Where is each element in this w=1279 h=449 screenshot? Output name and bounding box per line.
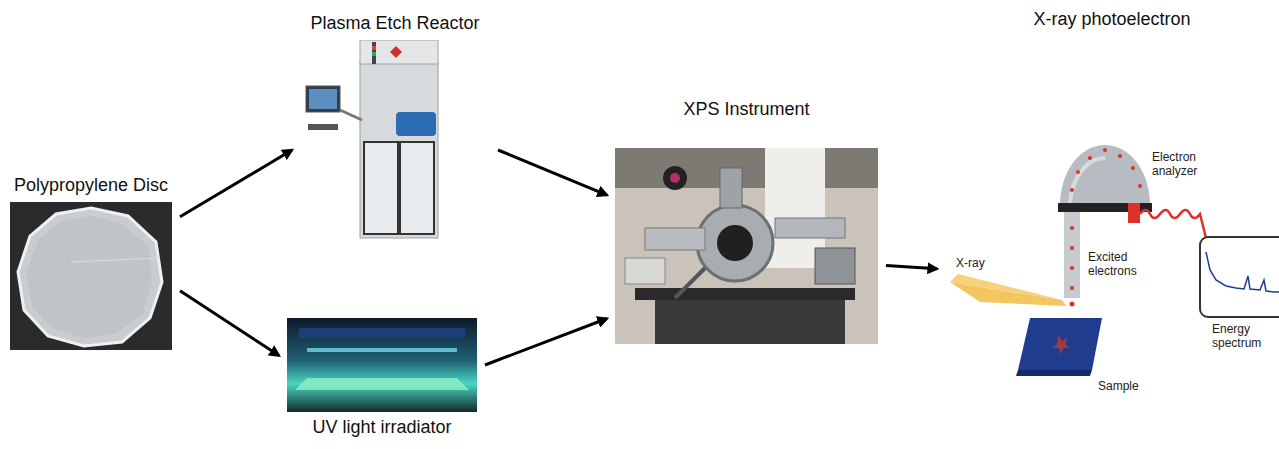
illustration-part bbox=[1060, 145, 1150, 205]
photo-box: XPS Instrument bbox=[615, 148, 878, 344]
illustration-part bbox=[1070, 226, 1074, 230]
illustration-part bbox=[306, 86, 340, 112]
node-heading: UV light irradiator bbox=[312, 416, 451, 438]
illustration-part bbox=[295, 378, 469, 390]
illustration-part bbox=[720, 168, 742, 208]
flow-arrow bbox=[180, 291, 279, 356]
disc-photo bbox=[10, 202, 172, 350]
illustration-part bbox=[299, 328, 465, 338]
illustration-part bbox=[396, 112, 436, 136]
part-label: Excited electrons bbox=[1088, 250, 1150, 278]
illustration-part bbox=[364, 142, 398, 234]
photo-box: Plasma Etch Reactor bbox=[300, 40, 490, 240]
illustration-part bbox=[70, 258, 160, 262]
node-heading: XPS Instrument bbox=[683, 98, 809, 120]
illustration-part bbox=[1118, 154, 1122, 158]
illustration-part bbox=[1016, 370, 1092, 376]
flow-arrow bbox=[886, 266, 937, 269]
illustration-part bbox=[615, 148, 878, 188]
illustration-part bbox=[663, 166, 687, 190]
illustration-part bbox=[308, 124, 338, 130]
illustration-part bbox=[1070, 302, 1075, 307]
illustration-part bbox=[10, 202, 172, 350]
illustration-part bbox=[1064, 212, 1080, 298]
illustration-part bbox=[1206, 252, 1279, 292]
xps-instrument-photo bbox=[615, 148, 878, 344]
illustration-part bbox=[287, 318, 477, 412]
illustration-part bbox=[815, 248, 855, 284]
xps-schematic bbox=[945, 0, 1279, 420]
illustration-part bbox=[1070, 246, 1074, 250]
part-label: X-ray bbox=[956, 256, 1016, 270]
illustration-part bbox=[950, 282, 1066, 306]
illustration-part bbox=[360, 40, 438, 64]
illustration-part bbox=[1088, 156, 1092, 160]
node-heading: Polypropylene Disc bbox=[14, 174, 168, 196]
illustration-part bbox=[340, 110, 362, 120]
illustration-part bbox=[1052, 335, 1070, 355]
illustration-part bbox=[670, 173, 680, 183]
illustration-part bbox=[615, 148, 878, 344]
illustration-part bbox=[400, 142, 434, 234]
illustration-part bbox=[1131, 166, 1135, 170]
illustration-part bbox=[1070, 286, 1074, 290]
illustration-part bbox=[1200, 237, 1279, 317]
illustration-part bbox=[1070, 148, 1143, 307]
illustration-part bbox=[300, 40, 490, 240]
flow-arrow bbox=[485, 319, 607, 365]
illustration-part bbox=[1138, 184, 1142, 188]
illustration-part bbox=[950, 145, 1279, 376]
illustration-part bbox=[307, 348, 457, 352]
illustration-part bbox=[372, 52, 376, 56]
plasma-reactor-photo bbox=[300, 40, 490, 240]
illustration-part bbox=[18, 208, 162, 346]
illustration-part bbox=[309, 89, 337, 109]
illustration-part bbox=[655, 298, 845, 344]
illustration-part bbox=[26, 216, 152, 338]
illustration-part bbox=[625, 258, 665, 284]
illustration-part bbox=[1070, 188, 1074, 192]
part-label: Electron analyzer bbox=[1152, 150, 1214, 178]
illustration-part bbox=[1076, 170, 1080, 174]
illustration-part bbox=[1018, 318, 1102, 370]
illustration-part bbox=[717, 225, 753, 261]
illustration-part bbox=[372, 46, 376, 50]
node-heading: X-ray photoelectron bbox=[1033, 8, 1190, 30]
illustration-part bbox=[1103, 148, 1107, 152]
part-label: Energy spectrum bbox=[1212, 322, 1274, 350]
illustration-part bbox=[390, 46, 402, 58]
flow-arrow bbox=[498, 150, 607, 195]
node-heading: Plasma Etch Reactor bbox=[310, 12, 479, 34]
illustration-part bbox=[1070, 266, 1074, 270]
illustration-part bbox=[950, 274, 1062, 300]
illustration-part bbox=[1070, 158, 1105, 205]
part-label: Sample bbox=[1098, 379, 1158, 393]
schematic-panel: X-ray photoelectron bbox=[945, 0, 1279, 420]
illustration-part bbox=[372, 42, 376, 64]
illustration-part bbox=[1128, 203, 1140, 223]
flow-arrow bbox=[180, 150, 292, 217]
uv-irradiator-photo bbox=[287, 318, 477, 412]
illustration-part bbox=[635, 288, 855, 300]
illustration-part bbox=[775, 218, 845, 238]
illustration-part bbox=[697, 205, 773, 281]
illustration-part bbox=[645, 228, 705, 250]
illustration-part bbox=[675, 268, 705, 298]
photo-box: Polypropylene Disc bbox=[10, 202, 172, 350]
illustration-part bbox=[360, 62, 438, 238]
photo-box: UV light irradiator bbox=[287, 318, 477, 412]
